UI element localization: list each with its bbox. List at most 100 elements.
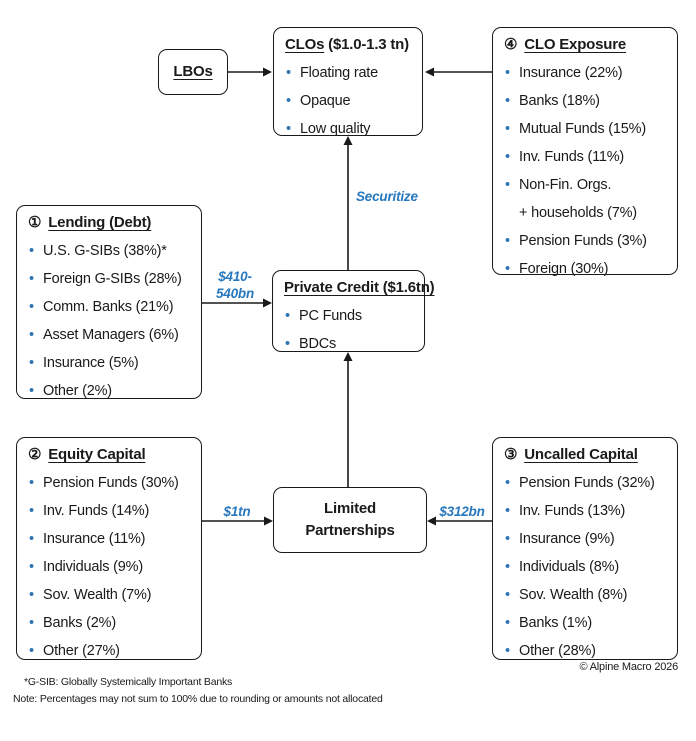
limited-partnerships-title: Limited Partnerships [305,500,395,539]
list-item-label: Foreign G-SIBs (28%) [43,271,182,287]
private-credit-title: Private Credit ($1.6tn) [284,279,435,297]
footnotes: *G-SIB: Globally Systemically Important … [13,674,383,708]
uncalled-capital-items: • Pension Funds (32%) • Inv. Funds (13%)… [504,474,666,660]
list-item: • Banks (1%) [504,614,666,632]
bullet-icon: • [29,299,34,315]
list-item: • Asset Managers (6%) [28,326,190,344]
list-item: • Inv. Funds (13%) [504,502,666,520]
list-item: • Insurance (5%) [28,354,190,372]
limited-partnerships-box: Limited Partnerships [273,487,427,553]
circled-number-4: ④ [504,36,518,53]
lending-title: ① Lending (Debt) [28,214,190,232]
copyright: © Alpine Macro 2026 [579,661,679,673]
list-item-label: Sov. Wealth (7%) [43,587,152,603]
private-credit-box: Private Credit ($1.6tn) • PC Funds • BDC… [272,270,435,353]
list-item-label: Pension Funds (30%) [43,475,179,491]
clos-title-text: CLOs [285,36,325,53]
list-item-label: Other (2%) [43,383,112,399]
private-credit-items: • PC Funds • BDCs [284,307,413,353]
list-item-label: Other (27%) [43,643,120,659]
bullet-icon: • [29,383,34,399]
bullet-icon: • [286,65,291,81]
list-item: • PC Funds [284,307,413,325]
equity-capital-box: ② Equity Capital • Pension Funds (30%) •… [16,437,202,660]
bullet-icon: • [505,233,510,249]
bullet-icon: • [505,559,510,575]
list-item-label: Pension Funds (3%) [519,233,647,249]
bullet-icon: • [29,615,34,631]
list-item: • Other (27%) [28,642,190,660]
list-item: • U.S. G-SIBs (38%)* [28,242,190,260]
bullet-icon: • [29,271,34,287]
bullet-icon: • [29,587,34,603]
bullet-icon: • [29,559,34,575]
list-item-label: Inv. Funds (11%) [519,149,625,165]
equity-capital-title: ② Equity Capital [28,446,190,464]
bullet-icon: • [505,93,510,109]
list-item: • Banks (18%) [504,92,666,110]
clos-title: CLOs ($1.0-1.3 tn) [285,36,411,54]
list-item: • Other (2%) [28,382,190,400]
list-item-label: U.S. G-SIBs (38%)* [43,243,167,259]
private-credit-title-text: Private Credit ($1.6tn) [284,279,435,296]
bullet-icon: • [505,615,510,631]
list-item-label: + households (7%) [519,205,637,221]
lending-debt-box: ① Lending (Debt) • U.S. G-SIBs (38%)* • … [16,205,202,399]
bullet-icon: • [29,531,34,547]
list-item: • Sov. Wealth (7%) [28,586,190,604]
list-item-label: Insurance (9%) [519,531,615,547]
list-item-label: Inv. Funds (14%) [43,503,150,519]
bullet-icon: • [505,149,510,165]
list-item-label: Other (28%) [519,643,596,659]
uncalled-capital-title-text: Uncalled Capital [524,446,638,463]
bullet-icon: • [29,327,34,343]
list-item: • Other (28%) [504,642,666,660]
list-item: • Insurance (11%) [28,530,190,548]
list-item: • Individuals (9%) [28,558,190,576]
bullet-icon: • [505,65,510,81]
bullet-icon: • [286,121,291,137]
bullet-icon: • [505,643,510,659]
list-item: • Non-Fin. Orgs. [504,176,666,194]
list-item: • Inv. Funds (11%) [504,148,666,166]
list-item: • Banks (2%) [28,614,190,632]
equity-capital-title-text: Equity Capital [48,446,146,463]
list-item-label: Sov. Wealth (8%) [519,587,628,603]
list-item-label: Individuals (8%) [519,559,619,575]
bullet-icon: • [505,475,510,491]
clo-exposure-box: ④ CLO Exposure • Insurance (22%) • Banks… [492,27,678,278]
bullet-icon: • [286,93,291,109]
lbos-title-text: LBOs [173,63,213,80]
lbos-box: LBOs [158,49,228,95]
list-item-label: Insurance (22%) [519,65,623,81]
flow-label-1tn: $1tn [223,504,251,519]
list-item: • Foreign (30%) [504,260,666,278]
list-item-label: Floating rate [300,65,378,81]
list-item-label: Foreign (30%) [519,261,609,277]
lending-title-text: Lending (Debt) [48,214,152,231]
bullet-icon: • [505,121,510,137]
list-item: • Insurance (22%) [504,64,666,82]
list-item-label: Asset Managers (6%) [43,327,179,343]
bullet-icon: • [505,587,510,603]
list-item-label: Mutual Funds (15%) [519,121,646,137]
bullet-icon: • [505,177,510,193]
flow-label-410-540bn: $410-540bn [215,269,255,301]
list-item-label: Insurance (5%) [43,355,139,371]
list-item-label: Pension Funds (32%) [519,475,655,491]
uncalled-capital-box: ③ Uncalled Capital • Pension Funds (32%)… [492,437,678,660]
list-item: • BDCs [284,335,413,353]
clo-exposure-title-text: CLO Exposure [524,36,627,53]
list-item: • Low quality [285,120,411,138]
list-item: • Foreign G-SIBs (28%) [28,270,190,288]
clo-exposure-title: ④ CLO Exposure [504,36,666,54]
footnote-rounding: Note: Percentages may not sum to 100% du… [13,693,383,705]
list-item: • Pension Funds (32%) [504,474,666,492]
bullet-icon: • [285,336,290,352]
bullet-icon: • [505,503,510,519]
lending-items: • U.S. G-SIBs (38%)* • Foreign G-SIBs (2… [28,242,190,400]
list-item-label: Insurance (11%) [43,531,146,547]
list-item-label: Low quality [300,121,371,137]
list-item: • Individuals (8%) [504,558,666,576]
